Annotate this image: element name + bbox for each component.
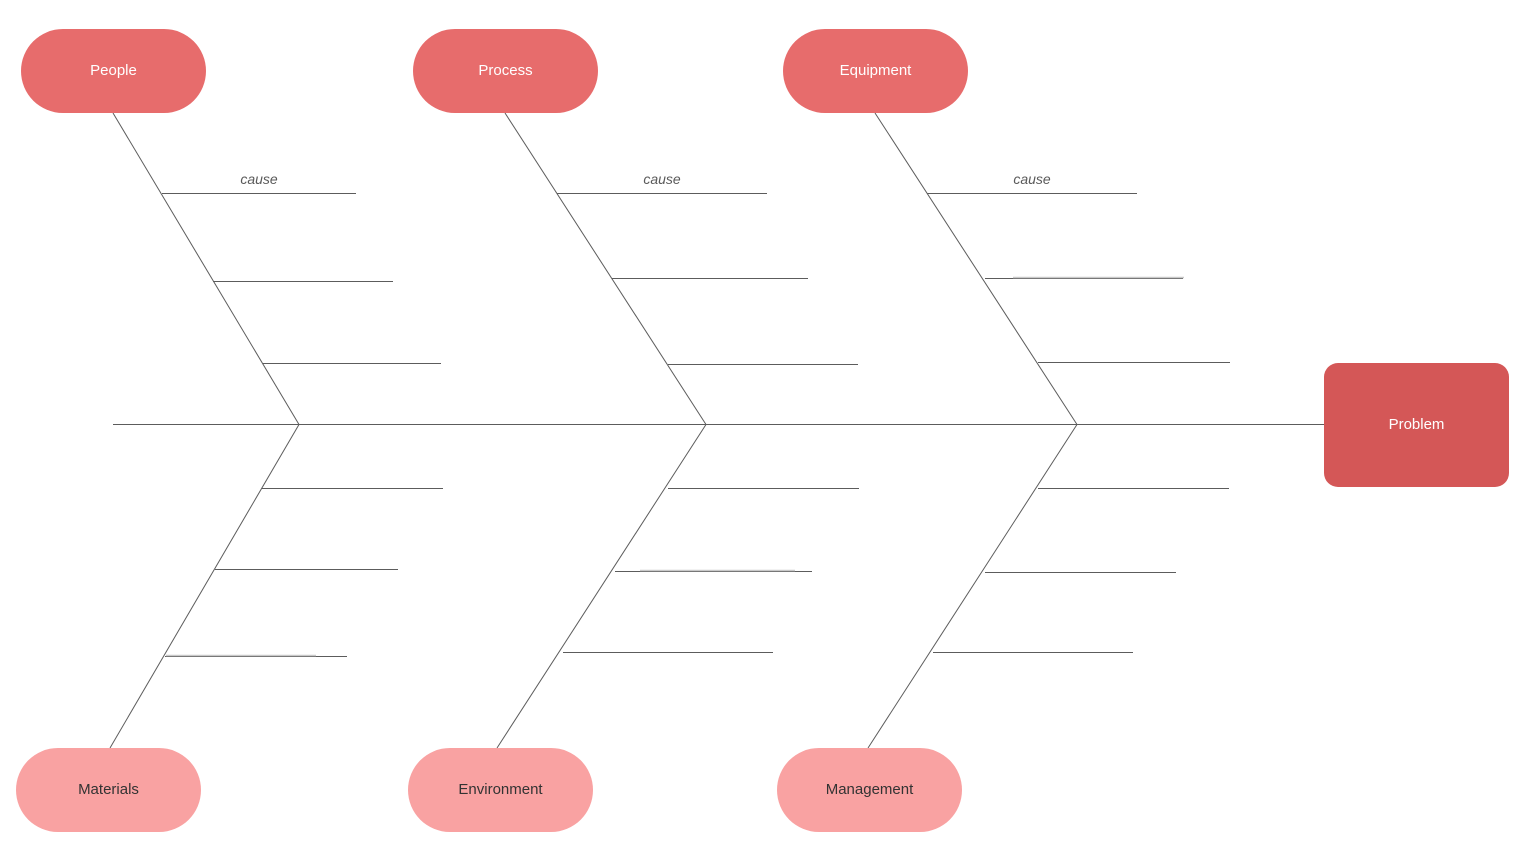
category-node-materials[interactable]: Materials — [16, 748, 201, 832]
category-label-environment: Environment — [458, 780, 543, 798]
problem-label: Problem — [1388, 415, 1445, 433]
cause-placeholder-label-equipment[interactable]: cause — [1013, 171, 1051, 187]
category-label-management: Management — [825, 780, 914, 798]
cause-placeholder-label-process[interactable]: cause — [643, 171, 681, 187]
category-node-equipment[interactable]: Equipment — [783, 29, 968, 113]
category-rib-line — [504, 112, 707, 425]
category-rib-line — [874, 112, 1078, 425]
category-rib-line — [496, 424, 707, 749]
category-label-process: Process — [478, 61, 533, 79]
category-node-process[interactable]: Process — [413, 29, 598, 113]
category-node-people[interactable]: People — [21, 29, 206, 113]
category-label-people: People — [90, 61, 137, 79]
category-rib-line — [109, 424, 300, 749]
category-node-environment[interactable]: Environment — [408, 748, 593, 832]
problem-node[interactable]: Problem — [1324, 363, 1509, 487]
cause-placeholder-label-people[interactable]: cause — [240, 171, 278, 187]
category-rib-line — [867, 424, 1078, 749]
category-rib-line — [112, 112, 300, 425]
category-label-materials: Materials — [78, 780, 139, 798]
category-label-equipment: Equipment — [839, 61, 912, 79]
category-node-management[interactable]: Management — [777, 748, 962, 832]
